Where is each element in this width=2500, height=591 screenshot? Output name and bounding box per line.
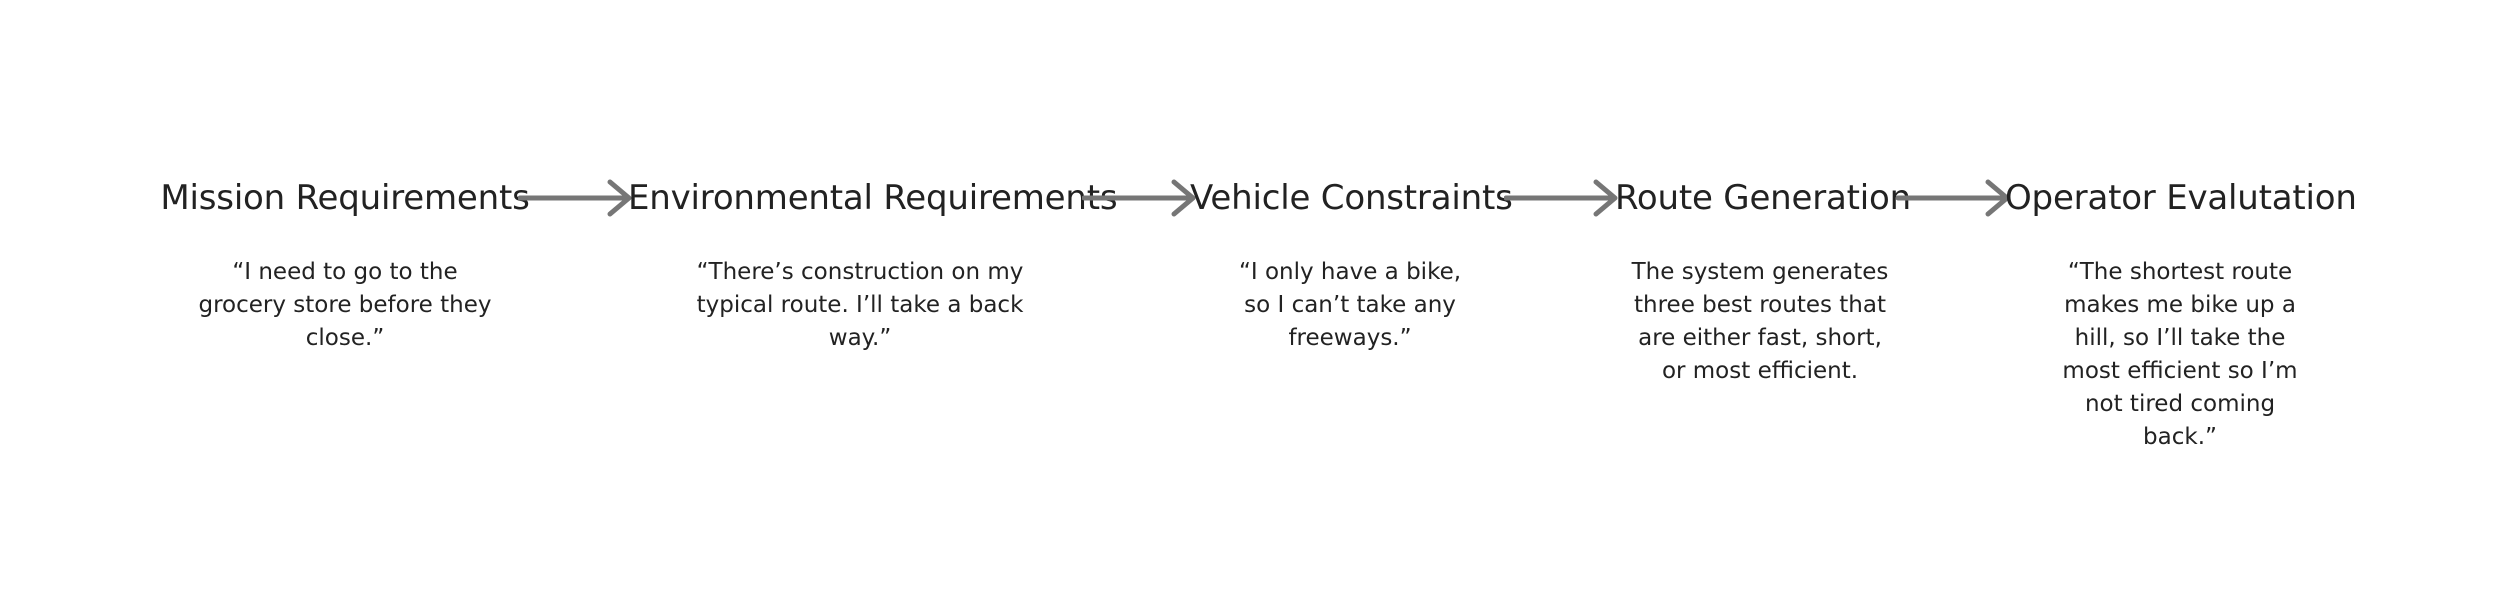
- arrow-right-icon: [518, 178, 636, 218]
- arrow-right-icon: [1082, 178, 1200, 218]
- stage-title-operator-evaluation: Operator Evalutation: [2005, 178, 2357, 218]
- stage-title-environmental-requirements: Environmental Requirements: [628, 178, 1118, 218]
- stage-title-vehicle-constraints: Vehicle Constraints: [1190, 178, 1513, 218]
- stage-description-operator-evaluation: “The shortest route makes me bike up a h…: [2062, 259, 2298, 450]
- stage-title-mission-requirements: Mission Requirements: [160, 178, 530, 218]
- stage-description-route-generation: The system generates three best routes t…: [1631, 259, 1889, 384]
- arrow-right-icon: [1896, 178, 2014, 218]
- stage-title-route-generation: Route Generation: [1615, 178, 1911, 218]
- arrow-right-icon: [1504, 178, 1622, 218]
- stage-description-environmental-requirements: “There’s construction on my typical rout…: [696, 259, 1024, 351]
- stage-description-mission-requirements: “I need to go to the grocery store befor…: [198, 259, 492, 351]
- stage-description-vehicle-constraints: “I only have a bike, so I can’t take any…: [1238, 259, 1462, 351]
